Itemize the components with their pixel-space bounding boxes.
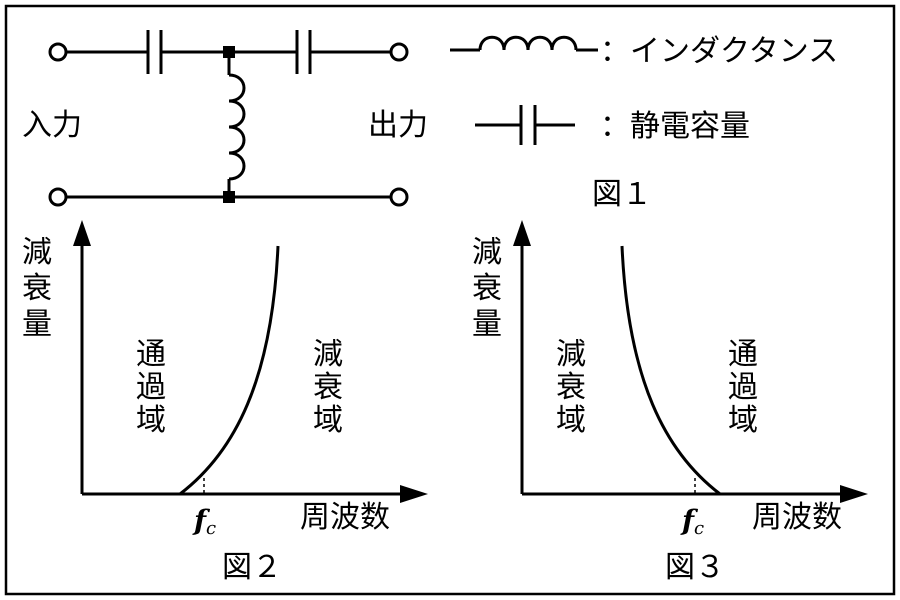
fig2-left-region: 通 過 域 (136, 337, 176, 438)
legend-capacitance-text: ：静電容量 (600, 109, 750, 144)
outer-frame (4, 4, 896, 596)
fig2-x-label: 周波数 (300, 500, 390, 535)
fig2-y-label-char-1: 減 (22, 235, 52, 270)
fig2-y-label-char-3: 量 (22, 307, 52, 342)
output-terminal-bottom (389, 187, 409, 207)
capacitor-1 (146, 30, 163, 74)
legend-capacitor-symbol (475, 105, 575, 145)
figure1-caption: 図１ (592, 177, 652, 212)
inductor-coil (228, 73, 246, 181)
fig2-x-axis-arrow (400, 485, 428, 503)
fig3-cutoff-label: fc (680, 504, 704, 539)
output-label: 出力 (368, 108, 428, 143)
fig2-cutoff-label: fc (192, 504, 216, 539)
fig2-highpass-curve (179, 245, 280, 496)
fig3-right-region: 通 過 域 (728, 337, 768, 438)
figure3-plot (513, 220, 868, 503)
fig3-y-label: 減 衰 量 (472, 235, 512, 342)
input-terminal-top (48, 42, 68, 62)
fig3-x-axis-arrow (840, 485, 868, 503)
input-label: 入力 (22, 108, 82, 143)
fig3-lowpass-curve (620, 245, 721, 496)
figure2-plot (73, 220, 428, 503)
junction-dot-bottom (223, 191, 235, 203)
input-terminal-bottom (48, 187, 68, 207)
capacitor-2 (295, 30, 312, 74)
junction-dot-top (223, 46, 235, 58)
legend-inductor-symbol (450, 35, 598, 52)
fig2-right-region: 減 衰 域 (313, 337, 353, 438)
output-terminal-top (389, 42, 409, 62)
fig2-y-label-char-2: 衰 (22, 271, 52, 306)
fig2-y-axis-arrow (73, 220, 91, 246)
fig3-left-region: 減 衰 域 (556, 337, 596, 438)
figure2-caption: 図２ (222, 550, 282, 585)
fig2-y-label: 減 衰 量 (22, 235, 62, 342)
fig3-y-axis-arrow (513, 220, 531, 246)
fig3-x-label: 周波数 (752, 500, 842, 535)
legend-inductance-text: ：インダクタンス (600, 34, 838, 69)
figure3-caption: 図３ (665, 550, 725, 585)
